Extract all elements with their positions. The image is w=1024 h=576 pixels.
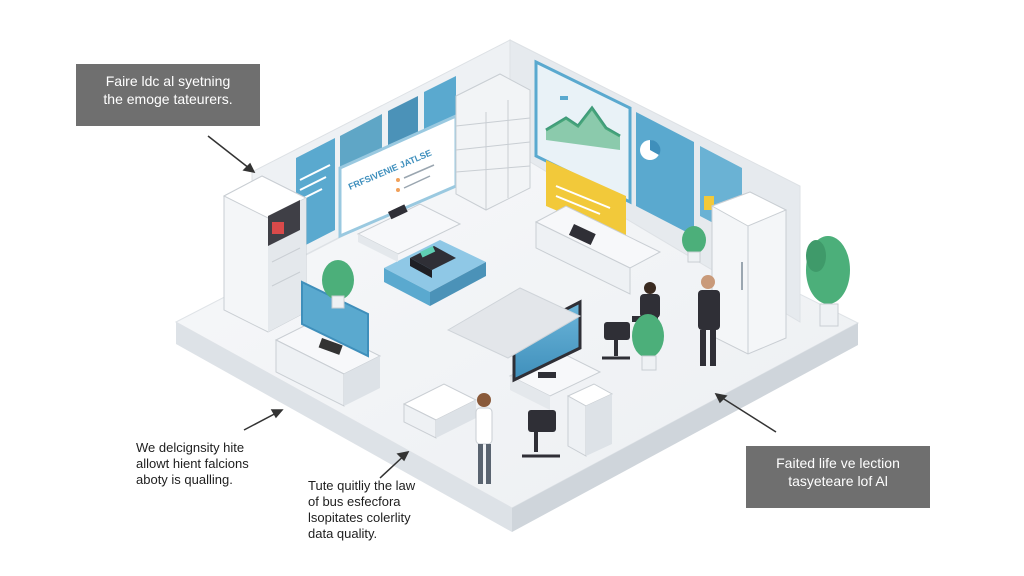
office-chair-2 — [602, 322, 630, 360]
back-desk — [356, 203, 462, 262]
plant-left — [322, 260, 354, 309]
callout-top-left-line-2: the emoge tateurers. — [103, 91, 233, 107]
callout-middle-left: We delcignsity hite allowt hient falcion… — [136, 440, 306, 488]
floor-mat — [446, 287, 582, 359]
plant-center — [632, 314, 664, 371]
callout-right-line-2: tasyeteare lof Al — [788, 473, 888, 489]
left-cabinet — [222, 175, 308, 333]
shelving-unit — [455, 73, 531, 211]
callout-bottom-center-line-2: of bus esfecfora — [308, 494, 401, 509]
callout-bottom-center-line-4: data quality. — [308, 526, 378, 541]
callout-middle-left-line-2: allowt hient falcions — [136, 456, 249, 471]
arrow-right — [714, 392, 777, 433]
callout-right: Faited life ve lection tasyeteare lof Al — [746, 446, 930, 508]
main-display-screen: FRFSIVENIE JATLSE — [338, 113, 458, 239]
plant-back — [682, 226, 706, 263]
callout-top-left-line-1: Faire ldc al syetning — [105, 73, 231, 89]
callout-bottom-center-line-3: lsopitates colerlity — [308, 510, 411, 525]
pointer-arrows — [207, 135, 777, 479]
back-sideboard — [534, 205, 662, 295]
arrow-top-left — [207, 135, 256, 174]
callout-top-left: Faire ldc al syetning the emoge tateurer… — [76, 64, 260, 126]
left-desk — [274, 280, 382, 407]
callout-bottom-center: Tute quitliy the law of bus esfecfora ls… — [308, 478, 478, 542]
callout-middle-left-line-3: aboty is qualling. — [136, 472, 233, 487]
person-woman-standing — [475, 393, 493, 484]
right-cabinet — [710, 191, 788, 355]
callout-right-line-1: Faited life ve lection — [776, 455, 900, 471]
person-man-standing — [698, 275, 720, 366]
center-console — [384, 240, 486, 306]
office-chair-1 — [522, 410, 560, 458]
yellow-board — [546, 160, 626, 240]
server-box — [566, 383, 614, 457]
callout-bottom-center-line-1: Tute quitliy the law — [308, 478, 416, 493]
right-wall-panels — [636, 112, 742, 238]
plant-large-right — [806, 236, 850, 327]
callout-middle-left-line-1: We delcignsity hite — [136, 440, 245, 455]
arrow-middle-left — [243, 409, 284, 431]
copier — [402, 383, 478, 439]
arrow-bottom-center — [379, 450, 410, 479]
